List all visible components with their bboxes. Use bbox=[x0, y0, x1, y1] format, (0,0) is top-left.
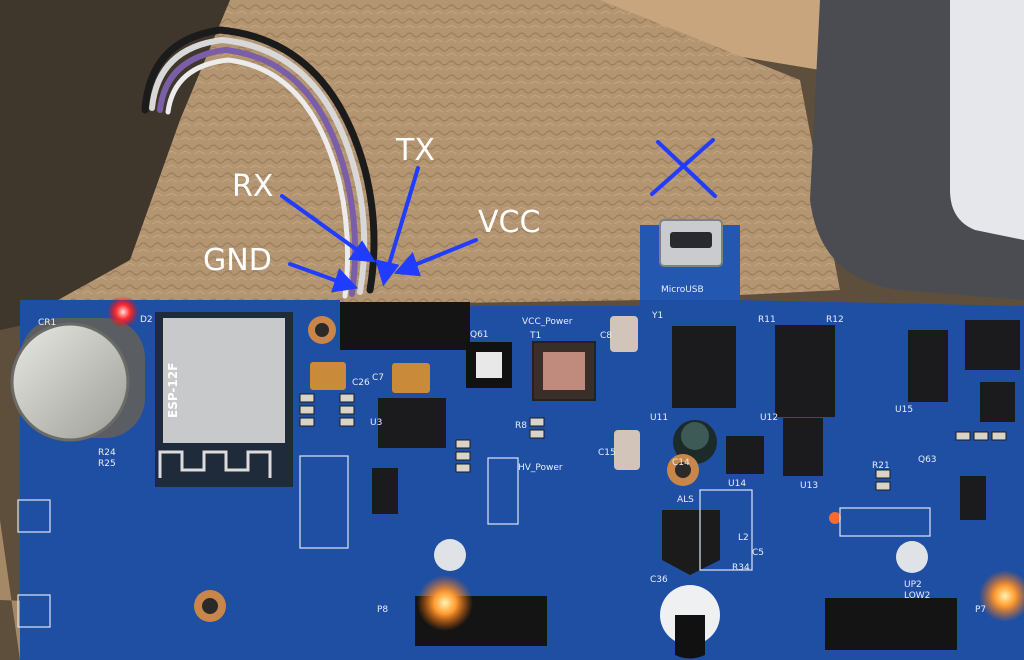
cap-c14-top bbox=[681, 422, 709, 450]
usb-cross-line-2 bbox=[650, 138, 715, 196]
regulator-u3 bbox=[378, 398, 446, 448]
usb-cross-line-1 bbox=[656, 140, 717, 198]
chip-u11 bbox=[672, 326, 736, 408]
u3-label: U3 bbox=[370, 418, 382, 428]
silkscreen-boxes bbox=[17, 455, 931, 628]
u13-label: U13 bbox=[800, 481, 818, 491]
cap-c26 bbox=[310, 362, 346, 390]
c15-label: C15 bbox=[598, 448, 616, 458]
esp12f-shield bbox=[163, 318, 285, 443]
micro-usb-opening bbox=[670, 232, 712, 248]
red-led-d2 bbox=[107, 296, 139, 328]
vcc-power-label: VCC_Power bbox=[522, 317, 573, 327]
gnd-annotation: GND bbox=[203, 243, 272, 278]
connector-right bbox=[960, 476, 986, 520]
coin-cell bbox=[10, 322, 130, 442]
orange-led-left bbox=[417, 575, 473, 631]
l2-label: L2 bbox=[738, 533, 749, 543]
low2-label: LOW2 bbox=[904, 591, 930, 601]
tx-arrow-line bbox=[386, 166, 420, 270]
u14-label: U14 bbox=[728, 479, 746, 489]
cap-c15 bbox=[614, 430, 640, 470]
mounting-hole-3-center bbox=[202, 598, 218, 614]
r12-label: R12 bbox=[826, 315, 844, 325]
vcc-arrow-line bbox=[410, 238, 478, 268]
chip-u14 bbox=[726, 436, 764, 474]
t1-label: T1 bbox=[529, 331, 541, 341]
up2-label: UP2 bbox=[904, 580, 922, 590]
u15-label: U15 bbox=[895, 405, 913, 415]
tx-arrowhead bbox=[375, 259, 400, 287]
q63-label: Q63 bbox=[918, 455, 937, 465]
q61-label: Q61 bbox=[470, 330, 489, 340]
connector-p8 bbox=[372, 468, 398, 514]
tx-annotation: TX bbox=[395, 133, 435, 168]
rx-annotation: RX bbox=[232, 169, 273, 204]
laptop-screen bbox=[950, 0, 1024, 240]
vcc-arrowhead bbox=[393, 252, 421, 277]
chip-u15 bbox=[908, 330, 948, 402]
c5-label: C5 bbox=[752, 548, 764, 558]
c26-label: C26 bbox=[352, 378, 370, 388]
chip-right bbox=[965, 320, 1020, 370]
orange-led-right bbox=[979, 570, 1024, 622]
u11-label: U11 bbox=[650, 413, 668, 423]
r8-label: R8 bbox=[515, 421, 527, 431]
r21-label: R21 bbox=[872, 461, 890, 471]
mounting-hole-2-center bbox=[675, 462, 691, 478]
cap-c8 bbox=[610, 316, 638, 352]
chip-right-2 bbox=[980, 382, 1015, 422]
led-right-socket bbox=[896, 541, 928, 573]
foot-pad-right bbox=[825, 598, 957, 650]
r34-label: R34 bbox=[732, 563, 750, 573]
smd-components bbox=[299, 393, 1007, 491]
chip-u13 bbox=[783, 418, 823, 476]
gnd-arrowhead bbox=[331, 268, 359, 293]
als-label: ALS bbox=[677, 495, 694, 505]
light-sensor bbox=[662, 510, 720, 575]
c36-label: C36 bbox=[650, 575, 668, 585]
rx-arrowhead bbox=[348, 240, 376, 263]
c7-label: C7 bbox=[372, 373, 384, 383]
esp12f-antenna bbox=[158, 450, 272, 478]
chip-u12 bbox=[775, 325, 835, 417]
header-connector bbox=[340, 302, 470, 350]
rx-arrow-line bbox=[280, 194, 362, 254]
r24-label: R24 bbox=[98, 448, 116, 458]
q61-pad bbox=[476, 352, 502, 378]
d2-label: D2 bbox=[140, 315, 153, 325]
vcc-annotation: VCC bbox=[478, 205, 540, 240]
mounting-hole-1-center bbox=[315, 323, 329, 337]
wire-bundle bbox=[141, 26, 378, 299]
u12-label: U12 bbox=[760, 413, 778, 423]
r25-label: R25 bbox=[98, 459, 116, 469]
transformer-core bbox=[543, 352, 585, 390]
r11-label: R11 bbox=[758, 315, 776, 325]
phototransistor-cap bbox=[675, 615, 705, 659]
c14-label: C14 bbox=[672, 458, 690, 468]
annotation-arrows bbox=[280, 138, 717, 293]
c8-label: C8 bbox=[600, 331, 612, 341]
esp12f-label: ESP-12F bbox=[166, 363, 180, 418]
hv-power-label: HV_Power bbox=[518, 463, 563, 473]
led-left-socket bbox=[434, 539, 466, 571]
cr1-label: CR1 bbox=[38, 318, 56, 328]
p8-label: P8 bbox=[377, 605, 388, 615]
red-led-small bbox=[829, 512, 841, 524]
p7-label: P7 bbox=[975, 605, 986, 615]
wood-plank bbox=[0, 0, 250, 330]
y1-label: Y1 bbox=[651, 311, 663, 321]
cap-c7 bbox=[392, 363, 430, 393]
micro-usb-label: MicroUSB bbox=[661, 285, 704, 295]
gnd-arrow-line bbox=[288, 262, 342, 284]
